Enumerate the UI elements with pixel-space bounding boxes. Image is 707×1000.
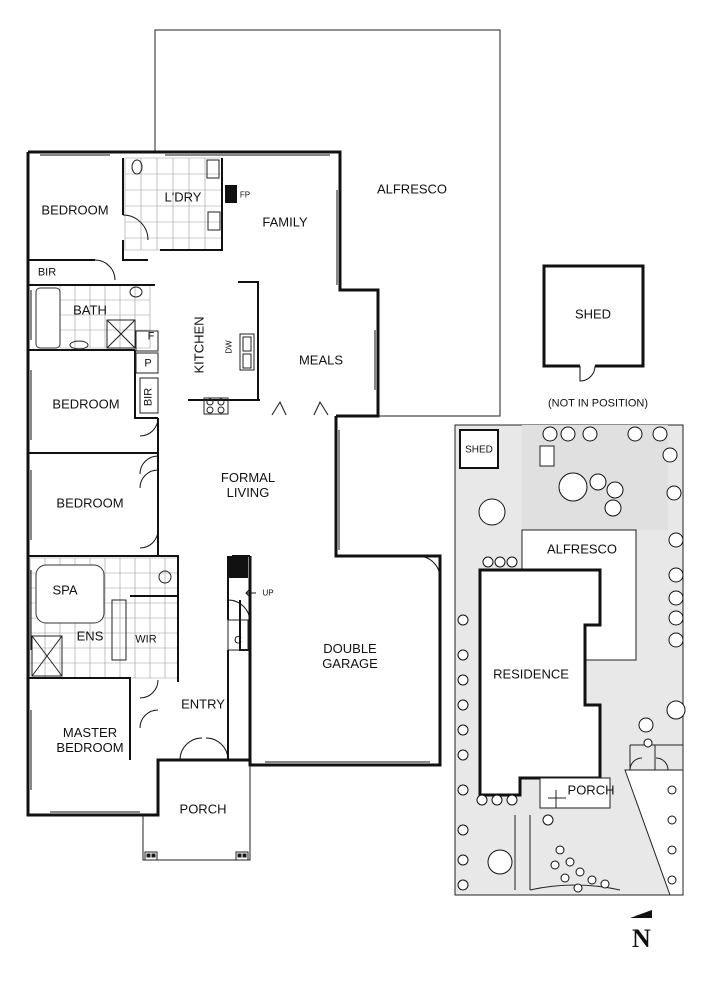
shed-label: SHED [574,306,612,322]
shed-plan [542,264,645,382]
room-label-dishwasher: DW [224,340,234,354]
interior-surfaces [31,160,354,810]
north-arrow [630,910,652,918]
stairs [228,556,248,578]
porch-outline [142,765,251,861]
interior-walls [28,158,260,815]
room-label-family: FAMILY [262,214,308,230]
room-label-f: F [147,330,155,343]
room-label-ensuite: ENS [76,628,104,644]
room-label-laundry: L'DRY [164,189,202,205]
site-label-alfresco: ALFRESCO [546,541,618,557]
alfresco-outline [154,29,501,417]
room-label-spa: SPA [52,582,78,598]
up-arrow [245,588,256,598]
fireplace [225,185,237,203]
stair-label-up: UP [262,588,274,598]
room-label-kitchen: KITCHEN [191,316,207,374]
site-trees [457,426,686,893]
room-label-bedroom-3: BEDROOM [56,495,124,511]
room-label-master-bedroom: MASTER BEDROOM [56,725,124,755]
north-indicator: N [632,924,651,953]
room-label-bir-2: BIR [142,387,155,407]
room-label-bedroom-1: BEDROOM [41,202,109,218]
room-label-double-garage: DOUBLE GARAGE [322,641,378,671]
room-label-bir-1: BIR [37,266,57,279]
room-label-fireplace: FP [239,190,251,200]
room-label-entry: ENTRY [181,696,225,712]
room-label-bath: BATH [73,302,107,318]
room-label-porch: PORCH [179,801,227,817]
site-label-residence: RESIDENCE [493,666,569,682]
room-label-alfresco: ALFRESCO [376,181,448,197]
room-label-p: P [144,357,152,370]
doors [94,214,441,761]
room-label-meals: MEALS [298,352,344,368]
windows [27,151,430,816]
shed-position-note: (NOT IN POSITION) [547,397,649,410]
fixtures [31,159,255,677]
room-label-formal-living: FORMAL LIVING [220,470,276,500]
room-label-bedroom-2: BEDROOM [52,396,120,412]
room-label-wir: WIR [135,633,157,646]
site-label-shed: SHED [465,444,493,456]
room-label-cupboard: C [234,634,242,647]
site-label-porch: PORCH [567,782,615,798]
